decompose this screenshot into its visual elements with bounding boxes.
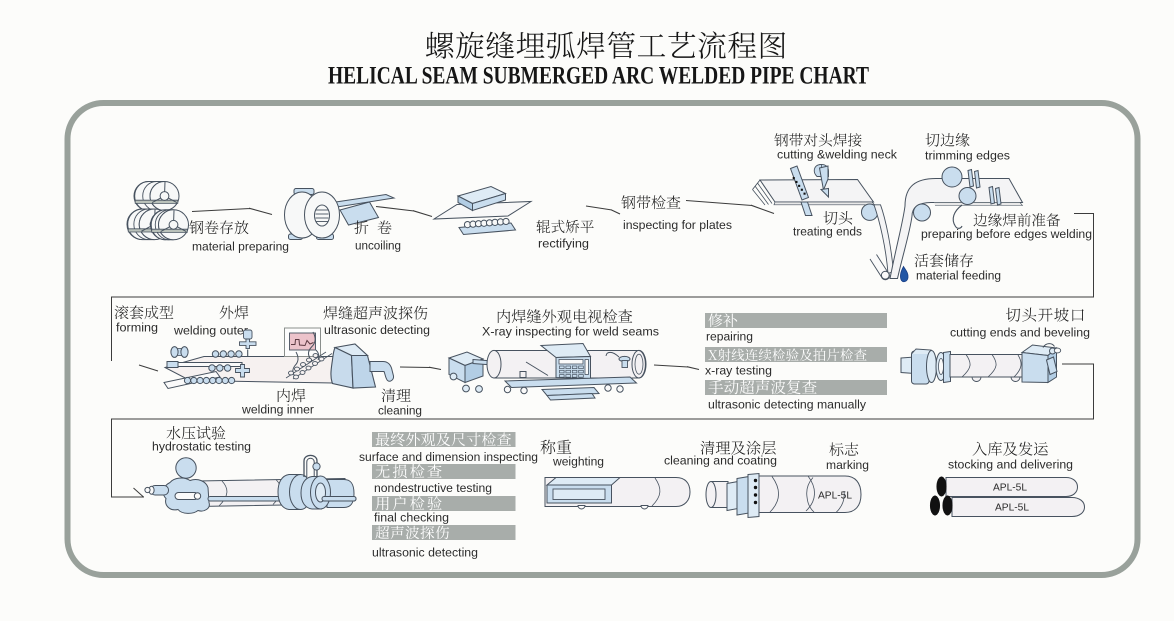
svg-text:cleaning: cleaning: [378, 404, 422, 418]
svg-text:APL-5L: APL-5L: [818, 491, 852, 502]
svg-text:ultrasonic detecting: ultrasonic detecting: [372, 546, 478, 560]
svg-text:material preparing: material preparing: [192, 240, 289, 254]
svg-text:welding inner: welding inner: [241, 403, 314, 417]
svg-text:trimming edges: trimming edges: [925, 149, 1010, 163]
svg-text:stocking and delivering: stocking and delivering: [948, 458, 1073, 472]
svg-text:cleaning and coating: cleaning and coating: [664, 454, 777, 468]
svg-text:cutting &welding neck: cutting &welding neck: [777, 148, 898, 162]
svg-text:rectifying: rectifying: [538, 237, 589, 251]
svg-text:cutting ends and beveling: cutting ends and beveling: [950, 326, 1090, 340]
svg-text:nondestructive testing: nondestructive testing: [374, 481, 492, 495]
svg-text:ultrasonic detecting manually: ultrasonic detecting manually: [708, 398, 867, 412]
svg-text:treating ends: treating ends: [793, 225, 862, 239]
svg-text:HELICAL SEAM SUBMERGED ARC WEL: HELICAL SEAM SUBMERGED ARC WELDED PIPE C…: [328, 63, 869, 90]
svg-text:X-ray inspecting for weld seam: X-ray inspecting for weld seams: [482, 325, 659, 339]
svg-text:repairing: repairing: [706, 330, 753, 344]
svg-text:x-ray testing: x-ray testing: [705, 364, 772, 378]
svg-text:welding outer: welding outer: [173, 324, 248, 338]
svg-text:ultrasonic detecting: ultrasonic detecting: [324, 323, 430, 337]
svg-text:uncoiling: uncoiling: [355, 239, 401, 253]
svg-text:APL-5L: APL-5L: [995, 503, 1029, 514]
svg-text:surface and dimension inspecti: surface and dimension inspecting: [359, 450, 538, 464]
svg-text:inspecting for plates: inspecting for plates: [623, 218, 732, 232]
svg-text:final checking: final checking: [374, 511, 449, 525]
svg-text:marking: marking: [826, 458, 869, 472]
svg-text:hydrostatic testing: hydrostatic testing: [152, 440, 251, 454]
svg-text:forming: forming: [116, 321, 158, 335]
svg-text:weighting: weighting: [552, 455, 604, 469]
svg-text:preparing before edges welding: preparing before edges welding: [921, 227, 1092, 241]
svg-text:APL-5L: APL-5L: [993, 483, 1027, 494]
svg-text:material feeding: material feeding: [916, 269, 1001, 283]
